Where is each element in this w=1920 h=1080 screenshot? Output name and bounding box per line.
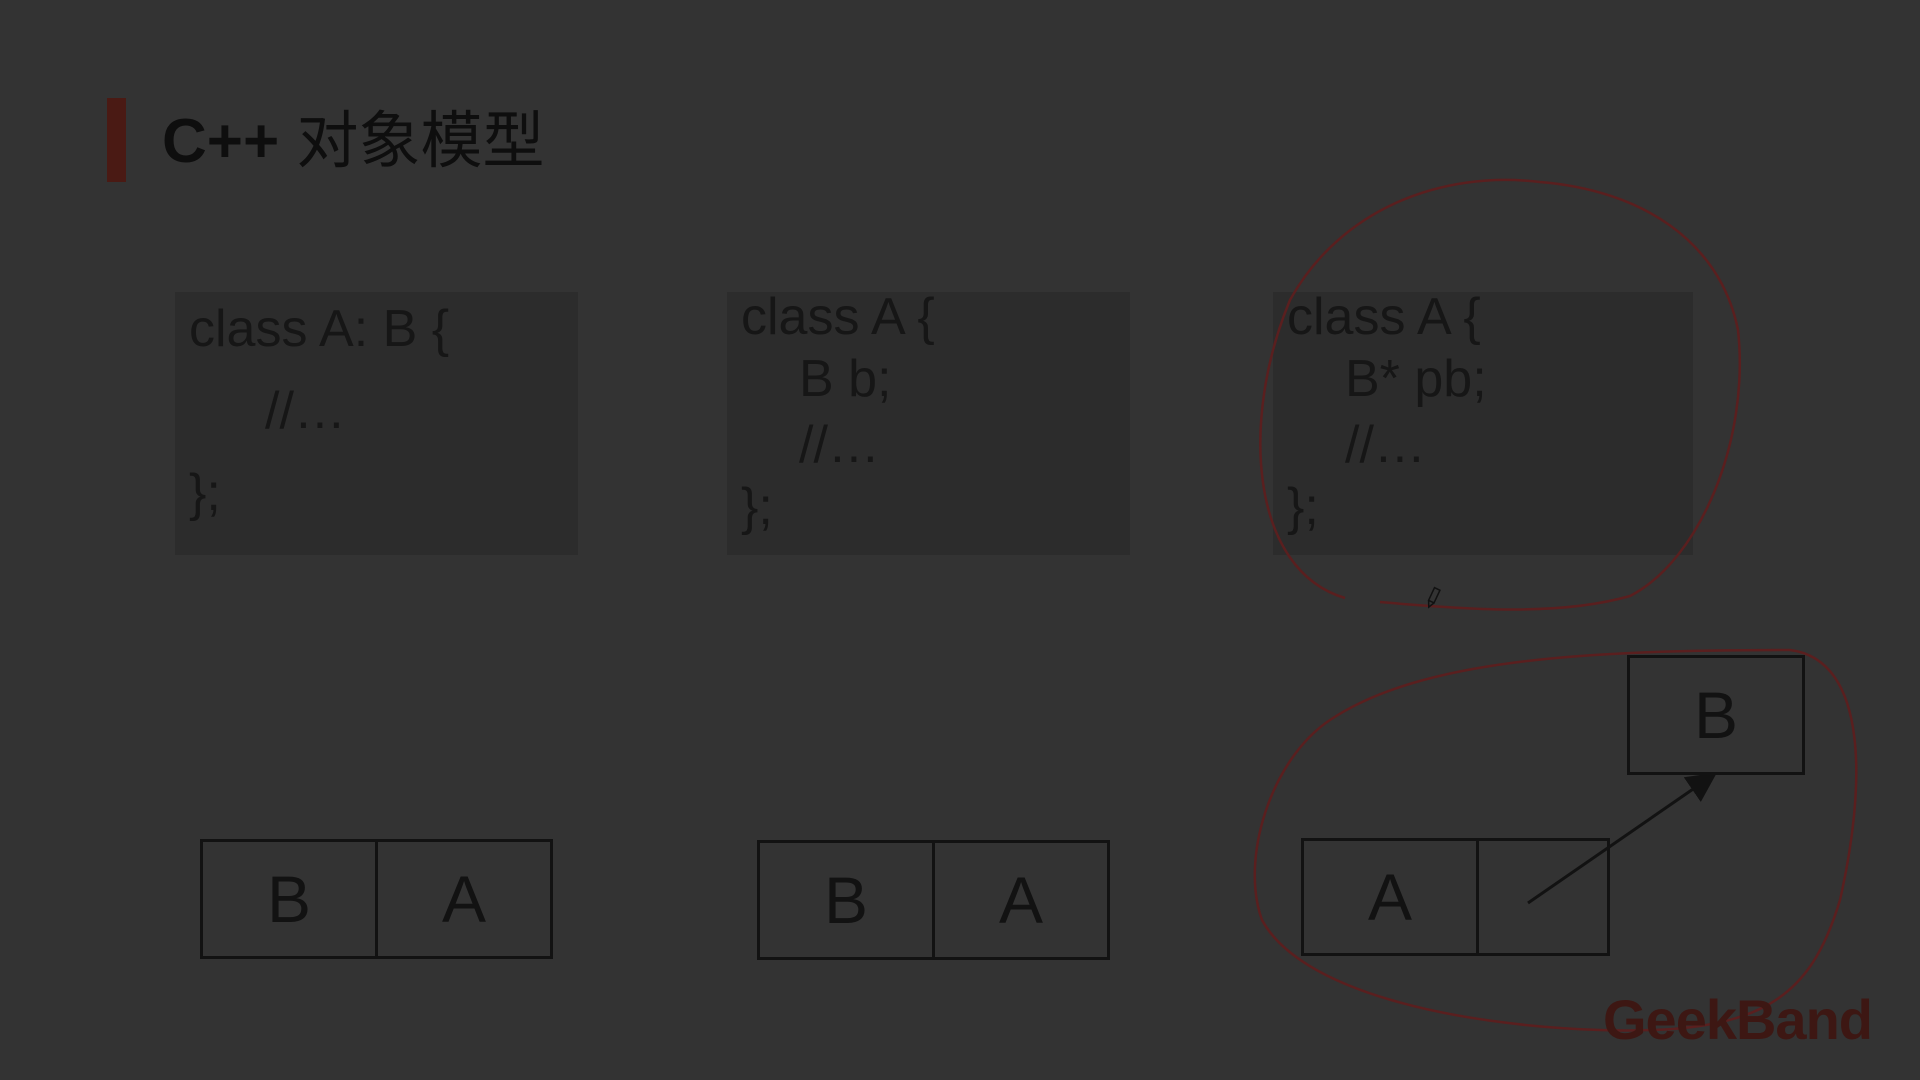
memory-cell-a: A [375, 839, 553, 959]
code-line: class A: B { [189, 300, 450, 358]
memory-cell-pointer [1476, 838, 1610, 956]
code-line: }; [1287, 478, 1319, 536]
code-line: }; [741, 478, 773, 536]
pen-cursor-icon [1427, 586, 1441, 609]
hand-drawn-circle-code [1259, 178, 1742, 611]
slide-title-en: C++ [162, 107, 280, 176]
code-line: }; [189, 464, 221, 522]
code-block-inheritance: class A: B { //… }; [175, 292, 578, 555]
code-line: class A { [741, 288, 935, 346]
code-line: class A { [1287, 288, 1481, 346]
code-line: B b; [799, 350, 892, 408]
hand-drawn-circle-diagram [1253, 648, 1858, 1032]
memory-cell-a: A [932, 840, 1110, 960]
code-block-composition: class A { B b; //… }; [727, 288, 1130, 555]
slide-title-zh: 对象模型 [296, 107, 545, 176]
title-accent-bar [107, 98, 126, 182]
code-block-pointer: class A { B* pb; //… }; [1273, 288, 1693, 555]
code-line: B* pb; [1345, 350, 1487, 408]
slide-title: C++ 对象模型 [162, 102, 544, 182]
code-line: //… [265, 382, 346, 440]
geekband-logo: GeekBand [1603, 988, 1873, 1051]
code-line: //… [1345, 416, 1426, 474]
code-line: //… [799, 416, 880, 474]
pointer-arrow [1527, 772, 1717, 905]
